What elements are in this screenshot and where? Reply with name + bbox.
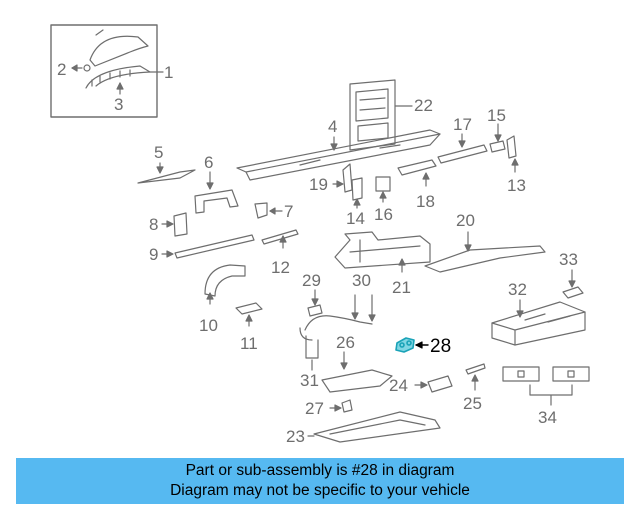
part-34-shape-left: [502, 366, 540, 382]
banner-line-1: Part or sub-assembly is #28 in diagram: [185, 462, 455, 479]
part-20-shape: [424, 245, 546, 273]
part-13-shape: [506, 135, 517, 159]
part-10-shape: [204, 264, 246, 297]
callout-26: 26: [336, 333, 355, 352]
part-2-shape: [83, 64, 91, 72]
part-22-shape: [349, 79, 396, 151]
part-12-shape: [261, 229, 299, 245]
inset-frame: [50, 24, 158, 118]
part-18-shape: [397, 159, 437, 176]
callout-33: 33: [559, 250, 578, 269]
callout-20: 20: [456, 211, 475, 230]
part-14-shape: [351, 177, 363, 201]
callout-6: 6: [204, 153, 213, 172]
callout-15: 15: [487, 106, 506, 125]
callout-31: 31: [300, 371, 319, 390]
callout-28-highlighted: 28: [430, 336, 451, 357]
part-26-shape: [321, 369, 393, 393]
callout-7: 7: [284, 202, 293, 221]
part-21-shape: [334, 231, 431, 269]
part-27-shape: [341, 399, 353, 413]
part-32-shape: [491, 301, 586, 346]
callout-11: 11: [240, 334, 258, 353]
part-25-shape: [465, 363, 486, 375]
callout-8: 8: [149, 215, 158, 234]
part-6-shape: [194, 189, 239, 214]
part-28-shape: [395, 337, 415, 353]
callout-4: 4: [328, 117, 337, 136]
part-34-shape-right: [552, 366, 590, 382]
part-24-shape: [427, 375, 453, 393]
callout-34: 34: [538, 408, 557, 427]
callout-24: 24: [389, 376, 408, 395]
part-29-shape: [307, 304, 323, 317]
callout-5: 5: [154, 143, 163, 162]
callout-9: 9: [149, 245, 158, 264]
parts-diagram: 1 2 3 4 5 6 7 8 9 10 11 12 13 14 15 16 1…: [50, 24, 590, 446]
callout-18: 18: [416, 192, 435, 211]
part-30-shape: [304, 315, 373, 331]
callout-3: 3: [114, 95, 123, 114]
info-banner: Part or sub-assembly is #28 in diagram D…: [16, 458, 624, 504]
part-23-shape: [313, 411, 441, 443]
part-17-shape: [437, 144, 488, 164]
part-16-shape: [375, 176, 391, 192]
callout-21: 21: [392, 278, 411, 297]
callout-16: 16: [374, 205, 393, 224]
part-8-shape: [173, 212, 188, 237]
callout-14: 14: [346, 209, 365, 228]
callout-32: 32: [508, 280, 527, 299]
part-33-shape: [562, 286, 584, 299]
part-9-shape: [174, 234, 255, 259]
part-3-shape: [85, 65, 151, 89]
callout-22: 22: [414, 96, 433, 115]
part-11-shape: [235, 302, 263, 315]
callout-27: 27: [305, 399, 324, 418]
callout-10: 10: [199, 316, 218, 335]
part-1-shape: [89, 35, 149, 67]
callout-2: 2: [57, 60, 66, 79]
part-7-shape: [254, 202, 268, 219]
banner-line-2: Diagram may not be specific to your vehi…: [170, 482, 470, 499]
callout-17: 17: [453, 115, 472, 134]
callout-12: 12: [271, 258, 290, 277]
callout-1: 1: [164, 63, 173, 82]
callout-25: 25: [463, 394, 482, 413]
callout-19: 19: [309, 175, 328, 194]
part-15-shape: [489, 140, 506, 153]
part-5-shape: [137, 169, 196, 184]
callout-23: 23: [286, 427, 305, 446]
part-19-shape: [342, 163, 353, 193]
callout-29: 29: [302, 271, 321, 290]
callout-13: 13: [507, 176, 526, 195]
callout-30: 30: [352, 271, 371, 290]
